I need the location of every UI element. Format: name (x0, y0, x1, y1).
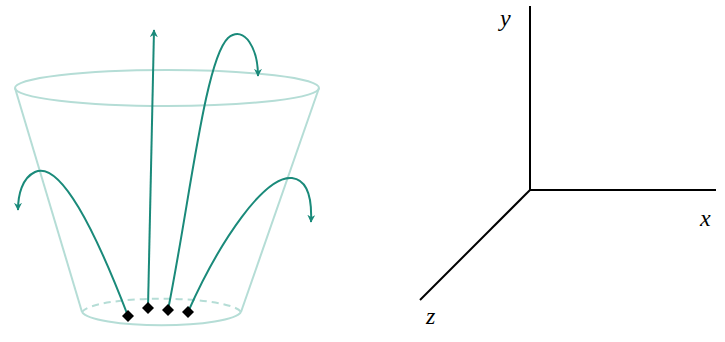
axis-label: z (426, 304, 435, 328)
cup-bottom-back (82, 299, 241, 312)
trajectories (18, 30, 311, 316)
axes (420, 6, 716, 300)
z-axis (420, 190, 530, 300)
cup (15, 70, 319, 325)
particles (122, 302, 194, 322)
trajectory-arrow (168, 34, 258, 310)
particle (122, 310, 134, 322)
axis-label: x (700, 206, 711, 230)
trajectory-arrow (18, 171, 128, 316)
cup-side (15, 88, 82, 312)
particle (142, 302, 154, 314)
trajectory-arrow (148, 30, 154, 308)
cup-side (241, 88, 319, 312)
particle (162, 304, 174, 316)
particle (182, 306, 194, 318)
axis-label: y (500, 6, 511, 30)
cup-bottom-front (82, 312, 241, 325)
y-axis (529, 6, 531, 191)
trajectory-arrow (188, 178, 311, 312)
x-axis (529, 189, 716, 191)
cup-rim (15, 70, 319, 106)
